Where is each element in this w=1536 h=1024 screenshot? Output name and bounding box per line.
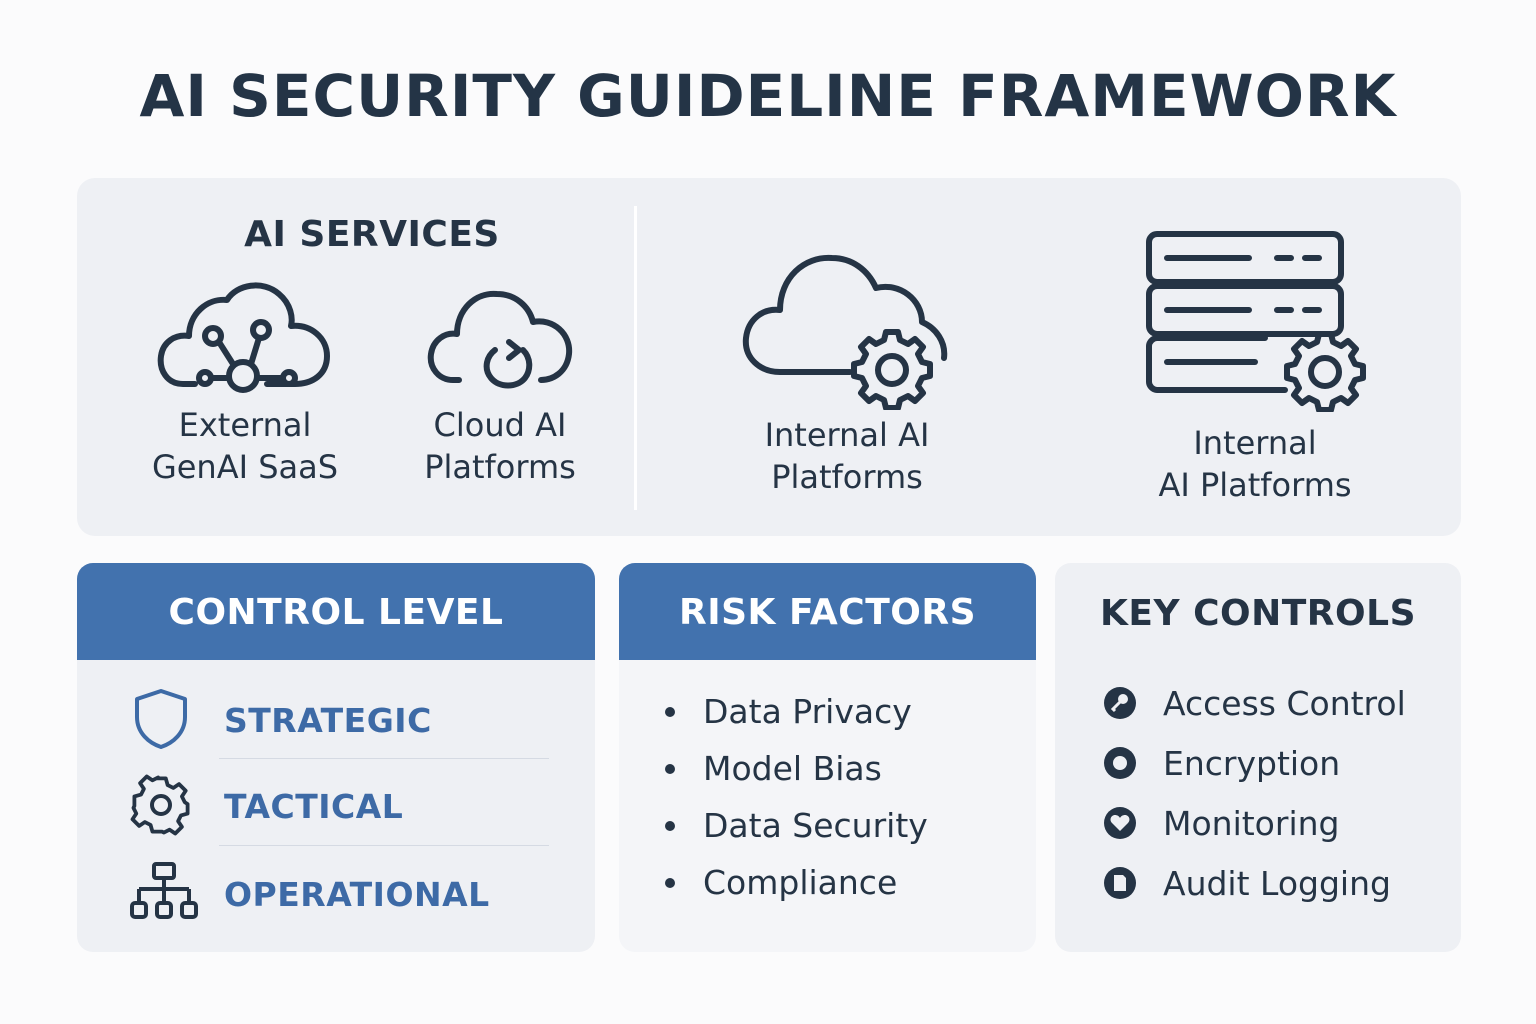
heart-circle-icon (1104, 807, 1136, 839)
risk-factors-list: Data Privacy Model Bias Data Security Co… (659, 683, 928, 911)
ai-services-panel: AI SERVICES External GenAI SaaS Cloud AI… (77, 178, 1461, 536)
service-label: Internal AI Platforms (1158, 424, 1352, 504)
row-separator (219, 758, 549, 759)
bullet-icon (665, 763, 675, 774)
key-controls-card: KEY CONTROLS Access Control Encryption M… (1055, 563, 1461, 952)
risk-factor-label: Data Privacy (703, 692, 912, 731)
list-item: Compliance (659, 854, 928, 911)
control-level-heading: CONTROL LEVEL (77, 563, 595, 660)
bullet-icon (665, 820, 675, 831)
control-level-row-operational: OPERATIONAL (77, 861, 595, 931)
cloud-gear-icon (742, 254, 948, 410)
key-controls-heading: KEY CONTROLS (1100, 593, 1416, 634)
risk-factor-label: Compliance (703, 863, 898, 902)
log-circle-icon (1104, 867, 1136, 899)
risk-factor-label: Model Bias (703, 749, 882, 788)
gear-icon (130, 774, 190, 836)
list-item: Monitoring (1103, 793, 1406, 853)
service-label: Cloud AI Platforms (424, 406, 576, 486)
list-item: Data Privacy (659, 683, 928, 740)
control-level-label: TACTICAL (224, 787, 404, 826)
server-gear-icon (1146, 231, 1366, 412)
org-chart-icon (130, 862, 198, 919)
service-external-genai-saas: External GenAI SaaS (135, 278, 355, 488)
bullet-icon (665, 706, 675, 717)
list-item: Model Bias (659, 740, 928, 797)
cloud-refresh-icon (427, 290, 573, 389)
ring-circle-icon (1104, 747, 1136, 779)
page-title: AI SECURITY GUIDELINE FRAMEWORK (139, 62, 1397, 130)
shield-icon (135, 689, 187, 749)
key-control-label: Access Control (1163, 683, 1406, 723)
list-item: Audit Logging (1103, 853, 1406, 913)
service-label: Internal AI Platforms (764, 416, 930, 496)
control-level-label: OPERATIONAL (224, 875, 490, 914)
service-label: External GenAI SaaS (151, 406, 339, 486)
key-control-label: Monitoring (1163, 803, 1340, 843)
key-control-label: Encryption (1163, 743, 1341, 783)
panel-divider (634, 206, 637, 510)
service-internal-ai-platforms-server: Internal AI Platforms (1145, 230, 1366, 506)
list-item: Access Control (1103, 673, 1406, 733)
risk-factor-label: Data Security (703, 806, 928, 845)
service-cloud-ai-platforms: Cloud AI Platforms (395, 284, 605, 488)
risk-factors-heading: RISK FACTORS (619, 563, 1036, 660)
bullet-icon (665, 877, 675, 888)
key-circle-icon (1104, 687, 1136, 719)
control-level-row-strategic: STRATEGIC (77, 687, 595, 757)
control-level-row-tactical: TACTICAL (77, 773, 595, 843)
control-level-card: CONTROL LEVEL STRATEGIC TACTICAL OPERATI… (77, 563, 595, 952)
list-item: Data Security (659, 797, 928, 854)
list-item: Encryption (1103, 733, 1406, 793)
key-control-label: Audit Logging (1163, 863, 1391, 903)
row-separator (219, 845, 549, 846)
ai-services-heading: AI SERVICES (244, 214, 500, 255)
control-level-label: STRATEGIC (224, 701, 432, 740)
cloud-network-icon (157, 282, 330, 393)
risk-factors-card: RISK FACTORS Data Privacy Model Bias Dat… (619, 563, 1036, 952)
service-internal-ai-platforms-cloud: Internal AI Platforms (737, 248, 957, 498)
key-controls-list: Access Control Encryption Monitoring Aud… (1103, 673, 1406, 913)
